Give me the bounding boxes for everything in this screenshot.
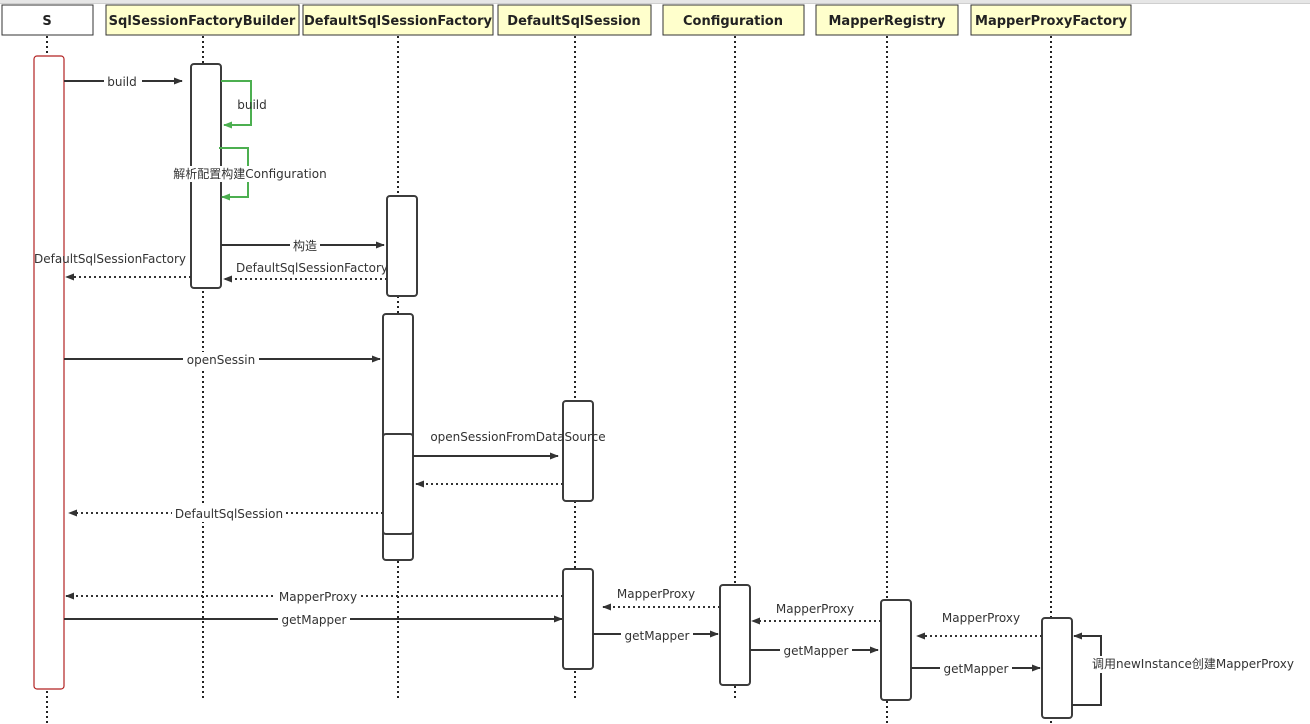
message-label: getMapper bbox=[625, 629, 690, 643]
message-label: build bbox=[237, 98, 267, 112]
participant-label: MapperProxyFactory bbox=[975, 14, 1127, 29]
participant-configuration[interactable]: Configuration bbox=[662, 4, 805, 36]
message-construct[interactable]: 构造 bbox=[221, 238, 385, 254]
message-label: getMapper bbox=[784, 644, 849, 658]
window-top-strip bbox=[0, 0, 1310, 4]
message-label: 构造 bbox=[293, 238, 317, 253]
activation-configuration[interactable] bbox=[719, 584, 751, 686]
self-call-newinstance[interactable]: 调用newInstance创建MapperProxy bbox=[1072, 632, 1300, 706]
participant-s[interactable]: S bbox=[1, 4, 94, 36]
message-getmapper-s-to-session[interactable]: getMapper bbox=[64, 612, 563, 628]
message-getmapper-registry-to-proxyfactory[interactable]: getMapper bbox=[911, 661, 1041, 677]
message-label: 调用newInstance创建MapperProxy bbox=[1092, 657, 1294, 671]
activation-mapperregistry[interactable] bbox=[880, 599, 912, 701]
message-label: openSessionFromDataSource bbox=[430, 430, 605, 444]
activation-mapperproxyfactory[interactable] bbox=[1041, 617, 1073, 719]
self-call-build[interactable]: build bbox=[221, 80, 267, 129]
participant-label: S bbox=[42, 14, 51, 29]
participant-label: DefaultSqlSessionFactory bbox=[304, 14, 493, 29]
message-label: MapperProxy bbox=[776, 602, 854, 616]
message-getmapper-session-to-configuration[interactable]: getMapper bbox=[593, 627, 719, 643]
activation-defaultsqlsession-2[interactable] bbox=[562, 568, 594, 670]
message-label: MapperProxy bbox=[942, 611, 1020, 625]
message-build[interactable]: build bbox=[64, 73, 183, 89]
return-defaultsqlsessionfactory-to-builder[interactable]: DefaultSqlSessionFactory bbox=[223, 261, 388, 283]
participant-label: DefaultSqlSession bbox=[507, 14, 640, 29]
participant-defaultsqlsession[interactable]: DefaultSqlSession bbox=[497, 4, 652, 36]
participant-label: SqlSessionFactoryBuilder bbox=[109, 14, 296, 29]
message-label: MapperProxy bbox=[617, 587, 695, 601]
participant-sqlsessionfactorybuilder[interactable]: SqlSessionFactoryBuilder bbox=[105, 4, 300, 36]
message-label: build bbox=[107, 75, 137, 89]
message-label: openSessin bbox=[187, 353, 255, 367]
activation-s[interactable] bbox=[33, 55, 65, 690]
return-defaultsqlsession-to-s[interactable]: DefaultSqlSession bbox=[68, 506, 383, 522]
participant-mapperregistry[interactable]: MapperRegistry bbox=[815, 4, 959, 36]
message-label: MapperProxy bbox=[279, 590, 357, 604]
participant-label: Configuration bbox=[683, 14, 783, 29]
message-opensessin[interactable]: openSessin bbox=[64, 352, 381, 368]
activation-defaultsqlsessionfactory-1[interactable] bbox=[386, 195, 418, 297]
return-mapperproxy-to-s[interactable]: MapperProxy bbox=[65, 589, 563, 605]
message-getmapper-configuration-to-registry[interactable]: getMapper bbox=[750, 643, 879, 659]
message-label: DefaultSqlSessionFactory bbox=[236, 261, 388, 275]
message-label: DefaultSqlSession bbox=[175, 507, 283, 521]
participant-label: MapperRegistry bbox=[829, 14, 947, 29]
return-mapperproxy-to-configuration[interactable]: MapperProxy bbox=[751, 602, 881, 625]
message-label: getMapper bbox=[282, 613, 347, 627]
return-mapperproxy-to-registry[interactable]: MapperProxy bbox=[916, 611, 1042, 640]
message-label: DefaultSqlSessionFactory bbox=[34, 252, 186, 266]
return-mapperproxy-to-session[interactable]: MapperProxy bbox=[602, 587, 720, 611]
activation-defaultsqlsession-1[interactable] bbox=[562, 400, 594, 502]
message-opensessionfromdatasource[interactable]: openSessionFromDataSource bbox=[413, 430, 606, 460]
participant-defaultsqlsessionfactory[interactable]: DefaultSqlSessionFactory bbox=[302, 4, 494, 36]
return-defaultsqlsessionfactory-to-s[interactable]: DefaultSqlSessionFactory bbox=[34, 252, 191, 281]
participant-mapperproxyfactory[interactable]: MapperProxyFactory bbox=[970, 4, 1132, 36]
activation-defaultsqlsessionfactory-3[interactable] bbox=[382, 433, 414, 535]
message-label: getMapper bbox=[944, 662, 1009, 676]
self-call-parse-configuration[interactable]: 解析配置构建Configuration bbox=[168, 147, 332, 201]
message-label: 解析配置构建Configuration bbox=[173, 166, 326, 181]
